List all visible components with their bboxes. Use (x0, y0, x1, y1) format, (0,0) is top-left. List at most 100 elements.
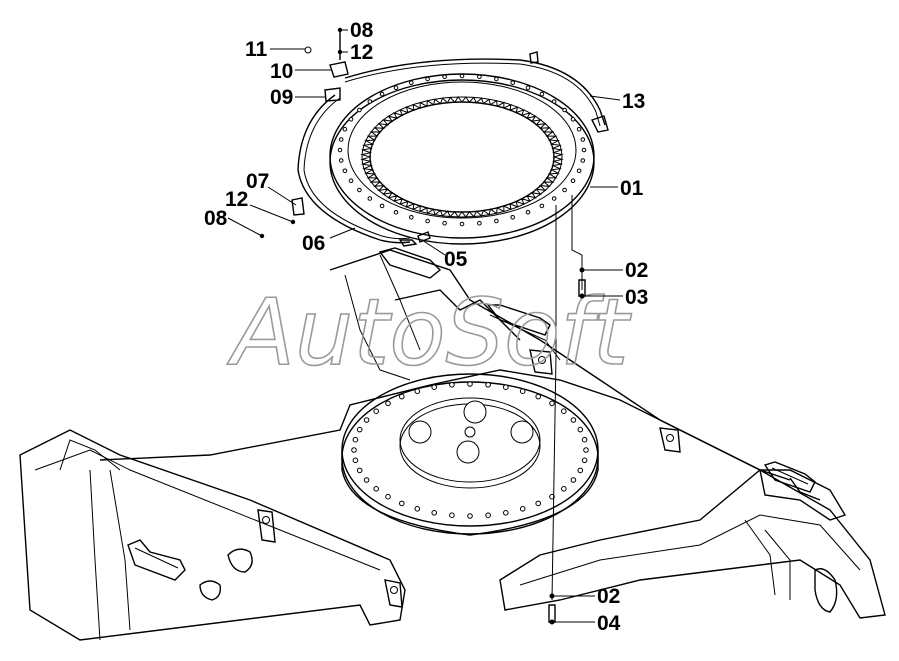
bolt-hole (570, 178, 576, 183)
callout-04: 04 (597, 612, 621, 635)
bolt-hole (351, 447, 357, 453)
bolt-hole (379, 203, 385, 209)
bolt-hole (570, 117, 576, 122)
bolt-hole (503, 384, 509, 391)
callout-12-upper: 12 (350, 41, 373, 64)
bolt-hole (363, 477, 370, 483)
bolt-hole (431, 384, 438, 391)
bolt-hole (459, 221, 465, 227)
bolt-hole (379, 91, 385, 97)
bolt-hole (367, 196, 373, 201)
bolt-hole (373, 486, 380, 492)
callout-12-lower: 12 (225, 188, 248, 211)
bolt-hole (525, 85, 531, 90)
bolt-hole (525, 210, 531, 215)
bolt-hole (367, 99, 373, 104)
bolt-hole (363, 417, 370, 423)
bolt-hole (581, 147, 587, 153)
bolt-hole (580, 158, 586, 163)
bolt-hole (576, 126, 582, 132)
bolt-hole (535, 500, 542, 507)
bolt-hole (561, 408, 567, 415)
bolt-hole (551, 99, 557, 104)
bolt-hole (357, 187, 362, 193)
bolt-hole (348, 117, 354, 122)
callout-08-lower: 08 (204, 207, 228, 230)
bolt-hole (385, 493, 391, 500)
bolt-hole (570, 477, 577, 483)
bolt-hole (399, 393, 405, 400)
bolt-hole (477, 220, 482, 226)
bolt-hole (425, 218, 430, 224)
bolt-hole (494, 76, 499, 82)
bolt-hole (409, 215, 414, 220)
bolt-hole (539, 203, 545, 209)
undercarriage-frame (19, 247, 886, 641)
mount-bolt-holes (351, 381, 589, 519)
watermark: AutoSoft (227, 279, 632, 386)
ring-bolt-holes (337, 73, 587, 227)
bolt-hole (409, 80, 414, 85)
callout-06: 06 (302, 232, 325, 255)
bolt-hole (356, 426, 363, 433)
bolt-hole (510, 80, 516, 85)
bolt-hole (549, 493, 555, 500)
callouts: 01 02 03 02 04 05 06 07 12 08 (204, 19, 648, 635)
bolt-hole (385, 400, 391, 407)
bolt-hole (561, 486, 567, 492)
bolt-hole (510, 215, 516, 220)
bolt-hole (425, 76, 430, 82)
callout-05: 05 (444, 248, 468, 271)
swing-bearing-mount (341, 373, 599, 536)
bolt-hole (549, 400, 555, 407)
bolt-hole (352, 457, 359, 464)
lube-hose (291, 30, 609, 247)
callout-09: 09 (270, 86, 293, 109)
bolt-hole (414, 506, 421, 512)
bolt-hole (449, 512, 455, 519)
callout-10: 10 (270, 60, 293, 83)
bolt-hole (551, 196, 557, 201)
bolt-hole (442, 220, 447, 226)
slewing-ring (329, 73, 595, 245)
callout-13: 13 (622, 90, 645, 113)
bolt-hole (577, 426, 584, 433)
callout-01: 01 (620, 177, 644, 200)
bolt-hole (449, 382, 455, 388)
bolt-hole (562, 187, 567, 193)
bolt-hole (519, 388, 526, 395)
bolt-hole (503, 510, 509, 516)
bolt-hole (467, 381, 473, 387)
bolt-hole (393, 210, 399, 215)
bolt-hole (348, 178, 354, 183)
bolt-hole (477, 74, 482, 80)
bolt-hole (337, 147, 343, 153)
bolt-hole (459, 73, 465, 79)
bolt-hole (519, 506, 526, 512)
bolt-hole (373, 408, 380, 415)
bolt-hole (342, 126, 348, 132)
bolt-hole (442, 74, 447, 80)
callout-02-lower: 02 (597, 585, 620, 608)
callout-03: 03 (625, 286, 648, 309)
bolt-hole (577, 467, 584, 474)
bolt-hole (414, 388, 421, 395)
callout-11: 11 (245, 38, 268, 61)
bolt-hole (467, 513, 473, 519)
bolt-hole (583, 447, 589, 453)
bolt-hole (393, 85, 399, 90)
callout-02-upper: 02 (625, 259, 648, 282)
bolt-hole (338, 158, 344, 163)
bolt-hole (356, 467, 363, 474)
bolt-hole (539, 91, 545, 97)
bolt-hole (562, 107, 567, 113)
callout-07: 07 (246, 170, 269, 193)
bolt-hole (494, 218, 499, 224)
bolt-hole (581, 436, 588, 443)
bolt-hole (576, 168, 582, 174)
bolt-hole (338, 137, 344, 142)
bolt-hole (535, 393, 542, 400)
gear-tooth-profile (360, 96, 564, 218)
bolt-hole (485, 512, 491, 519)
